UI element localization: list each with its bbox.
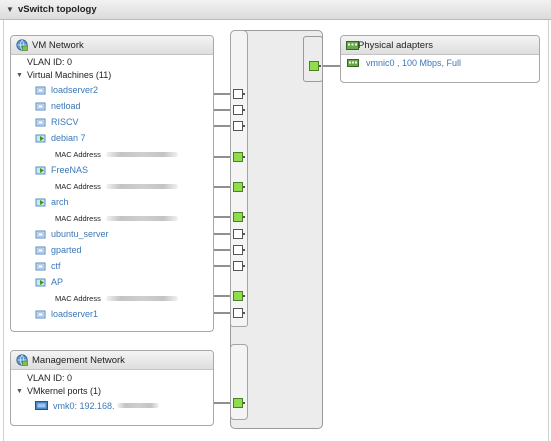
frame-border-left <box>3 20 4 441</box>
vm-icon <box>35 246 46 255</box>
frame-border-right <box>548 20 549 441</box>
port-loadserver1[interactable] <box>233 308 245 318</box>
vm-list-toggle-icon[interactable]: ▼ <box>16 72 23 79</box>
physical-adapters-title: Physical adapters <box>358 40 433 51</box>
port-debian-7[interactable] <box>233 152 245 162</box>
vm-icon <box>35 230 46 239</box>
vm-name-link[interactable]: loadserver1 <box>51 309 99 319</box>
vm-name-link[interactable]: ubuntu_server <box>51 229 109 239</box>
mgmt-network-header: Management Network <box>11 351 213 370</box>
section-title: vSwitch topology <box>18 4 97 15</box>
vm-name-link[interactable]: AP <box>51 277 64 287</box>
ip-address-redacted <box>117 403 159 408</box>
mac-address-label: MAC Address <box>55 182 101 191</box>
vm-name-link[interactable]: FreeNAS <box>51 165 89 175</box>
nic-icon <box>346 41 359 50</box>
mac-address-redacted <box>106 296 178 301</box>
mgmt-network-vlan: VLAN ID: 0 <box>27 373 73 383</box>
vm-icon <box>35 310 46 319</box>
vm-powered-on-icon <box>35 166 46 175</box>
vm-powered-on-icon <box>35 198 46 207</box>
vm-name-link[interactable]: loadserver2 <box>51 85 99 95</box>
vm-name-link[interactable]: RISCV <box>51 117 79 127</box>
mac-address-redacted <box>106 152 178 157</box>
vm-name-link[interactable]: arch <box>51 197 69 207</box>
vm-network-header: VM Network <box>11 36 213 55</box>
mac-address-redacted <box>106 216 178 221</box>
port-loadserver2[interactable] <box>233 89 245 99</box>
physical-adapters-panel: Physical adapters <box>340 35 540 83</box>
mgmt-network-panel: Management Network <box>10 350 214 426</box>
vm-icon <box>35 102 46 111</box>
vmk-list-header: VMkernel ports (1) <box>27 386 102 396</box>
port-gparted[interactable] <box>233 245 245 255</box>
port-ctf[interactable] <box>233 261 245 271</box>
vm-icon <box>35 262 46 271</box>
port-netload[interactable] <box>233 105 245 115</box>
nic-link[interactable]: vmnic0 , 100 Mbps, Full <box>366 58 462 68</box>
section-header[interactable]: ▼ vSwitch topology <box>0 0 551 20</box>
vm-powered-on-icon <box>35 278 46 287</box>
collapse-triangle-icon[interactable]: ▼ <box>6 5 14 14</box>
vm-network-title: VM Network <box>32 40 84 51</box>
portgroup-icon <box>16 354 28 366</box>
vmk-address-link[interactable]: vmk0: 192.168. <box>53 401 115 411</box>
nic-icon <box>347 59 359 67</box>
vm-name-link[interactable]: ctf <box>51 261 61 271</box>
physical-adapters-header: Physical adapters <box>341 36 539 55</box>
vmkernel-icon <box>35 401 48 410</box>
port-riscv[interactable] <box>233 121 245 131</box>
mgmt-network-title: Management Network <box>32 355 125 366</box>
port-vmnic0[interactable] <box>309 61 321 71</box>
port-ubuntu-server[interactable] <box>233 229 245 239</box>
vm-network-vlan: VLAN ID: 0 <box>27 57 73 67</box>
port-vmk0[interactable] <box>233 398 245 408</box>
vm-name-link[interactable]: debian 7 <box>51 133 86 143</box>
mac-address-label: MAC Address <box>55 150 101 159</box>
vm-name-link[interactable]: gparted <box>51 245 82 255</box>
vm-powered-on-icon <box>35 134 46 143</box>
mac-address-redacted <box>106 184 178 189</box>
vm-network-portgroup-rail <box>230 30 248 327</box>
vm-icon <box>35 118 46 127</box>
vm-list-header: Virtual Machines (11) <box>27 70 112 80</box>
port-freenas[interactable] <box>233 182 245 192</box>
mac-address-label: MAC Address <box>55 294 101 303</box>
port-arch[interactable] <box>233 212 245 222</box>
vmk-list-toggle-icon[interactable]: ▼ <box>16 388 23 395</box>
vm-name-link[interactable]: netload <box>51 101 81 111</box>
portgroup-icon <box>16 39 28 51</box>
vm-icon <box>35 86 46 95</box>
mgmt-network-portgroup-rail <box>230 344 248 420</box>
port-ap[interactable] <box>233 291 245 301</box>
uplink-rail <box>303 36 323 82</box>
mac-address-label: MAC Address <box>55 214 101 223</box>
